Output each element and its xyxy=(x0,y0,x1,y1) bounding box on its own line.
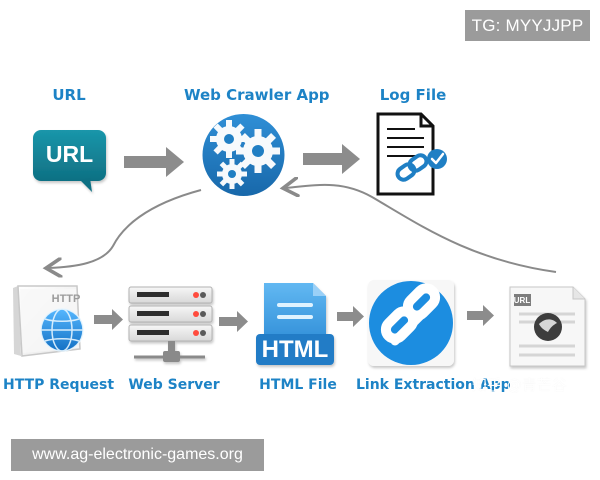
label-http-request: HTTP Request xyxy=(3,377,115,393)
label-log-file: Log File xyxy=(379,86,447,104)
crawler-app-icon xyxy=(202,114,285,196)
flow-arrows xyxy=(48,144,557,332)
html-icon-text: HTML xyxy=(262,336,329,363)
html-file-icon: HTML xyxy=(256,283,334,365)
label-link-extraction-app: Link Extraction App xyxy=(356,377,511,393)
log-file-icon xyxy=(376,112,447,196)
watermark-text: 知乎 @青芒谷 xyxy=(472,376,567,394)
link-extraction-icon xyxy=(368,280,454,366)
web-server-icon xyxy=(128,286,213,362)
arrow-html-to-link xyxy=(337,306,364,327)
http-request-icon: HTTP xyxy=(13,285,84,357)
server-rack-2 xyxy=(128,305,213,323)
server-rack-3 xyxy=(128,324,213,342)
return-curve-right xyxy=(285,185,557,273)
label-html-file: HTML File xyxy=(259,377,337,393)
arrow-server-to-html xyxy=(219,311,248,332)
url-icon: URL xyxy=(33,130,106,192)
site-badge: www.ag-electronic-games.org xyxy=(11,439,264,471)
label-web-server: Web Server xyxy=(128,377,220,393)
http-icon-text: HTTP xyxy=(52,293,81,305)
arrow-link-to-page xyxy=(467,305,494,326)
label-url: URL xyxy=(52,86,86,104)
web-page-icon: URL xyxy=(509,286,586,367)
page-url-text: URL xyxy=(514,296,531,305)
arrow-url-to-app xyxy=(124,147,184,177)
label-web-crawler-app: Web Crawler App xyxy=(184,86,330,104)
arrow-http-to-server xyxy=(94,309,123,330)
tg-badge: TG: MYYJJPP xyxy=(465,10,590,41)
return-curve-left xyxy=(48,189,202,268)
server-rack-1 xyxy=(128,286,213,304)
url-icon-text: URL xyxy=(46,141,93,167)
arrow-app-to-log xyxy=(303,144,360,174)
